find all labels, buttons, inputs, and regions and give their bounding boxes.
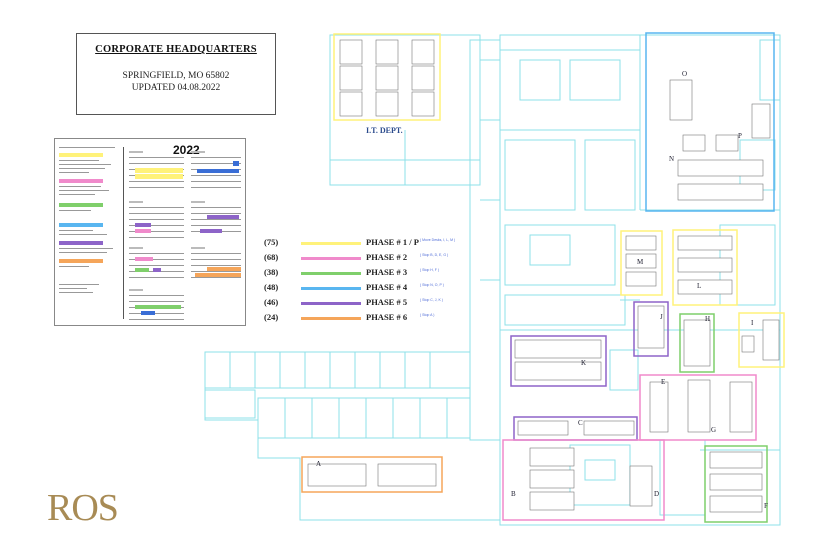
cal-highlight-purple-1 (135, 223, 151, 227)
zone-label-l: L (697, 282, 702, 290)
zone-k (510, 335, 607, 387)
title-box: CORPORATE HEADQUARTERS SPRINGFIELD, MO 6… (76, 33, 276, 115)
desks-h (683, 319, 711, 367)
ros-logo: ROS (47, 487, 119, 529)
zone-nop (645, 32, 775, 212)
phase-note: ( Stop N, O, P ) (420, 283, 444, 287)
phase-count: (48) (264, 282, 279, 292)
calendar-year: 2022 (173, 143, 200, 157)
zone-label-c: C (578, 419, 583, 427)
desk-clusters (307, 39, 780, 513)
zone-label-f: F (764, 502, 768, 510)
cal-highlight-blue (197, 169, 239, 173)
desks-l (677, 235, 733, 295)
desks-j (637, 305, 665, 349)
phase-count: (68) (264, 252, 279, 262)
phase-note: ( Stop A ) (420, 313, 435, 317)
zone-l (672, 229, 738, 306)
zone-label-a: A (316, 460, 322, 468)
cal-highlight-pink-2 (135, 257, 153, 261)
location-text: SPRINGFIELD, MO 65802 (122, 71, 230, 81)
desks-nop (669, 79, 771, 201)
cal-highlight-yellow (135, 168, 183, 173)
zone-label-b: B (511, 490, 516, 498)
phase-note: ( Stop B, D, E, G ) (420, 253, 449, 257)
phase-color-line (301, 242, 361, 245)
zone-label-m: M (637, 258, 644, 266)
legend-swatch-6 (59, 259, 103, 263)
desks-a (307, 463, 437, 487)
it-dept-label: I.T. DEPT. (366, 126, 403, 135)
updated-date: UPDATED 04.08.2022 (131, 83, 221, 93)
zone-label-j: J (660, 313, 663, 321)
phase-count: (38) (264, 267, 279, 277)
cal-highlight-green (135, 268, 149, 272)
cal-highlight-green-2 (135, 305, 181, 309)
phase-label: PHASE # 5 (366, 297, 408, 307)
desks-i (741, 319, 780, 361)
zone-label-g: G (711, 426, 717, 434)
cal-highlight-orange (207, 267, 241, 271)
desks-m (625, 235, 657, 287)
calendar-divider (123, 147, 124, 319)
zone-label-h: H (705, 315, 711, 323)
phase-count: (75) (264, 237, 279, 247)
calendar-months (129, 151, 241, 320)
page-title: CORPORATE HEADQUARTERS (95, 44, 257, 55)
desks-bd (529, 447, 653, 511)
phase-note: ( Stop C, J, K ) (420, 298, 443, 302)
phase-count: (24) (264, 312, 279, 322)
cal-highlight-pink (135, 229, 151, 233)
phase-label: PHASE # 4 (366, 282, 408, 292)
zone-label-d: D (654, 490, 660, 498)
phase-color-line (301, 317, 361, 320)
phase-color-line (301, 287, 361, 290)
zone-label-p: P (738, 132, 742, 140)
phase-label: PHASE # 6 (366, 312, 408, 322)
zone-a (301, 456, 443, 493)
phase-note: ( Stop H, F ) (420, 268, 440, 272)
zone-i (738, 312, 785, 368)
zone-j (633, 301, 669, 357)
desks-c (517, 420, 635, 436)
cal-highlight-purple-2 (207, 215, 239, 219)
legend-swatch-4 (59, 223, 103, 227)
zone-f (704, 445, 768, 523)
phase-note: ( Move Desks, I, L, M ) (420, 238, 456, 242)
legend-swatch-1 (59, 153, 103, 157)
zone-label-i: I (751, 319, 754, 327)
phase-color-line (301, 302, 361, 305)
zone-label-e: E (661, 378, 666, 386)
desks-it (339, 39, 435, 117)
zone-label-k: K (581, 359, 587, 367)
phase-count: (46) (264, 297, 279, 307)
desks-eg (649, 379, 753, 433)
legend-swatch-5 (59, 241, 103, 245)
zone-label-n: N (669, 155, 675, 163)
phase-label: PHASE # 1 / P (366, 237, 419, 247)
legend-swatch-2 (59, 179, 103, 183)
desks-k (514, 339, 602, 381)
schedule-calendar: 2022 (54, 138, 246, 326)
phase-zones (301, 32, 785, 523)
zone-label-o: O (682, 70, 688, 78)
phase-label: PHASE # 2 (366, 252, 408, 262)
zone-eg (639, 374, 757, 441)
legend-swatch-3 (59, 203, 103, 207)
phase-color-line (301, 272, 361, 275)
phase-label: PHASE # 3 (366, 267, 408, 277)
zone-m (620, 230, 663, 296)
zone-h (679, 313, 715, 373)
phase-color-line (301, 257, 361, 260)
zone-bd (502, 439, 665, 521)
desks-f (709, 451, 763, 513)
zone-it-dept (333, 33, 441, 121)
